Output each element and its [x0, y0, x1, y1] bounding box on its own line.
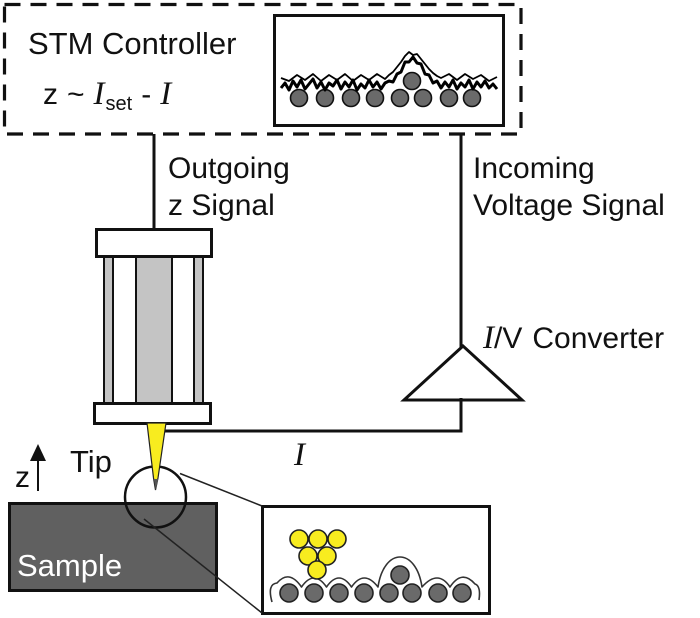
current-label: I [294, 437, 305, 473]
tunneling-inset [261, 505, 491, 615]
atom [452, 583, 472, 603]
tip-atom [327, 529, 347, 549]
adatom [390, 565, 410, 585]
piezo-scanner-body [103, 257, 204, 405]
outgoing-signal-label: Outgoing z Signal [168, 152, 290, 222]
atom [365, 88, 385, 108]
tip-atom [298, 546, 318, 566]
tip-apex-atoms [289, 529, 347, 580]
tip-atom [317, 546, 337, 566]
scan-trace-art [279, 51, 499, 108]
atom [315, 88, 335, 108]
atom [428, 583, 448, 603]
atom [289, 88, 309, 108]
z-arrow-head [30, 444, 46, 461]
atom [462, 88, 482, 108]
atom [279, 583, 299, 603]
tip-atom [289, 529, 309, 549]
atom [402, 583, 422, 603]
piezo-bottom-cap [93, 402, 212, 425]
tunneling-art [269, 529, 481, 603]
sample-atoms [279, 565, 472, 603]
piezo-electrode-left [103, 257, 114, 405]
formula-tilde: ~ [67, 78, 85, 111]
scan-trace-inset [273, 14, 505, 127]
atom [304, 583, 324, 603]
atom [439, 88, 459, 108]
atom [341, 88, 361, 108]
sample-label: Sample [17, 548, 123, 583]
sample-block: Sample [8, 502, 218, 592]
piezo-top-cap [95, 228, 213, 258]
piezo-electrode-right [193, 257, 204, 405]
atom [354, 583, 374, 603]
controller-formula: z ~ Iset - I [43, 76, 172, 116]
atom [379, 583, 399, 603]
stm-controller-title: STM Controller [28, 26, 237, 61]
tip-shape [146, 422, 167, 491]
surface-charge-contour [269, 556, 481, 603]
atom [390, 88, 410, 108]
tip-atom [307, 560, 327, 580]
formula-iset: Iset [93, 76, 133, 116]
noise-trace-fuzz [280, 51, 498, 82]
formula-minus: - [141, 78, 152, 111]
atom [413, 88, 433, 108]
piezo-tube-center [135, 257, 173, 405]
tip-label: Tip [70, 444, 112, 479]
formula-z: z [43, 78, 58, 111]
tip-point [153, 479, 159, 490]
tip-atom [308, 529, 328, 549]
atom [329, 583, 349, 603]
formula-i: I [160, 76, 172, 112]
incoming-signal-label: Incoming Voltage Signal [473, 152, 665, 222]
adatom [402, 71, 422, 91]
z-axis-label: z [15, 461, 30, 494]
